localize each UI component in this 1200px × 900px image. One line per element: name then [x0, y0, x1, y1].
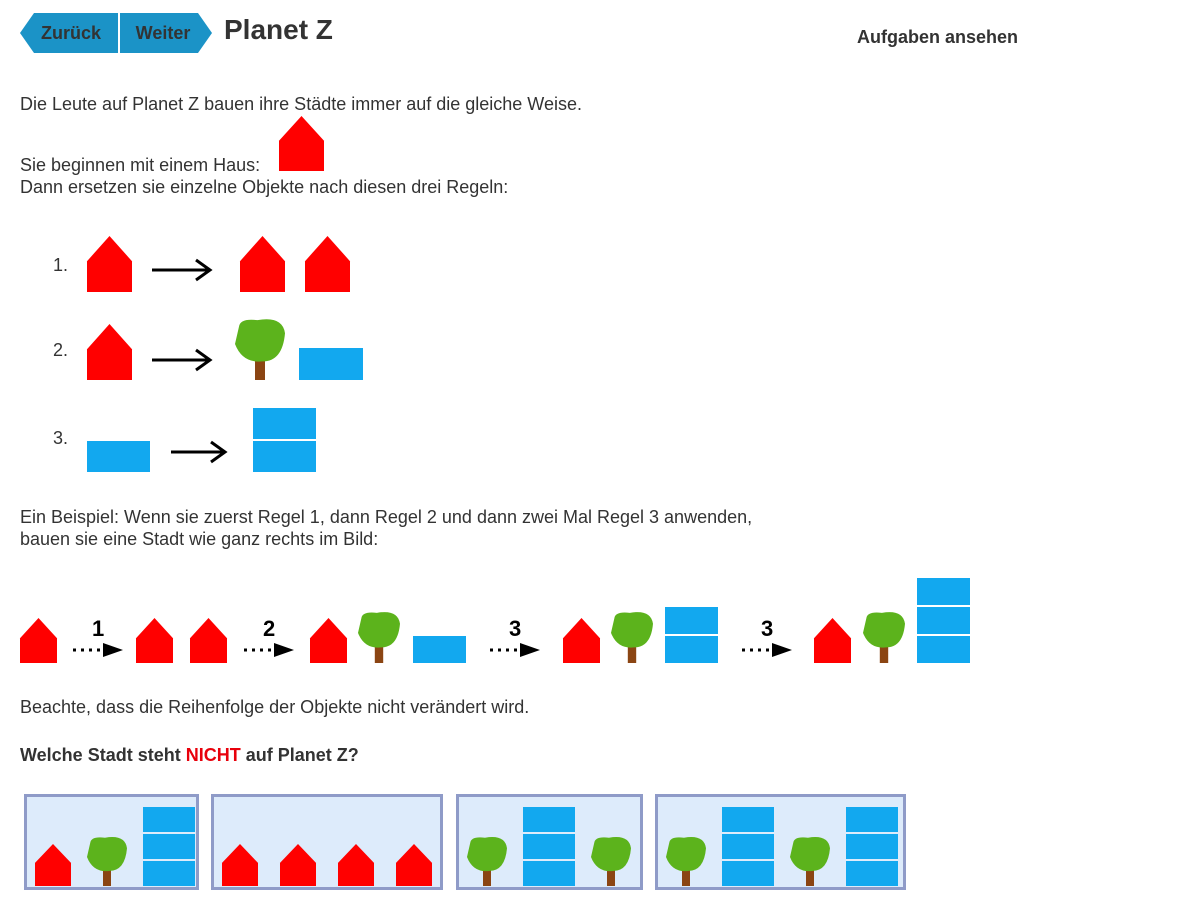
- intro-text-3: Dann ersetzen sie einzelne Objekte nach …: [20, 177, 509, 197]
- example-text-2: bauen sie eine Stadt wie ganz rechts im …: [20, 529, 379, 549]
- tree-icon: [790, 837, 830, 886]
- rule-1-number: 1.: [53, 255, 69, 275]
- intro-text-1: Die Leute auf Planet Z bauen ihre Städte…: [20, 94, 582, 114]
- back-button[interactable]: Zurück: [20, 13, 118, 53]
- house-icon: [563, 618, 600, 663]
- rule-2-diagram: [87, 319, 363, 380]
- page-title: Planet Z: [224, 14, 333, 45]
- example-sequence: 1 2 3 3: [20, 578, 970, 663]
- next-button[interactable]: Weiter: [120, 13, 212, 53]
- block-icon: [299, 348, 363, 380]
- question-text: Welche Stadt steht NICHT auf Planet Z?: [20, 745, 359, 766]
- step-arrow-icon: 3: [742, 616, 792, 657]
- house-icon: [222, 844, 258, 886]
- note-text: Beachte, dass die Reihenfolge der Objekt…: [20, 697, 530, 717]
- tree-icon: [87, 837, 127, 886]
- arrow-icon: [152, 348, 213, 372]
- house-icon: [814, 618, 851, 663]
- block-icon: [87, 441, 150, 472]
- arrow-icon: [171, 440, 228, 464]
- house-icon: [20, 618, 57, 663]
- house-icon: [87, 324, 132, 380]
- house-icon: [279, 116, 324, 171]
- tree-icon: [358, 612, 400, 663]
- house-icon: [396, 844, 432, 886]
- house-icon: [310, 618, 347, 663]
- step-number-label: 2: [263, 616, 275, 641]
- rule-3-diagram: [87, 408, 316, 472]
- intro-text-2: Sie beginnen mit einem Haus:: [20, 155, 261, 175]
- tree-icon: [611, 612, 653, 663]
- tree-icon: [863, 612, 905, 663]
- rule-2-number: 2.: [53, 340, 69, 360]
- step-number-label: 3: [509, 616, 521, 641]
- block-stack-icon: [722, 807, 774, 886]
- house-icon: [190, 618, 227, 663]
- answer-option-4[interactable]: [655, 794, 906, 890]
- block-icon: [413, 636, 466, 663]
- start-house-icon: [279, 116, 324, 171]
- block-stack-icon: [846, 807, 898, 886]
- house-icon: [136, 618, 173, 663]
- step-arrow-icon: 3: [490, 616, 540, 657]
- block-stack-icon: [917, 578, 970, 663]
- block-stack-icon: [253, 408, 316, 472]
- house-icon: [338, 844, 374, 886]
- question-highlight: NICHT: [185, 745, 241, 765]
- tree-icon: [666, 837, 706, 886]
- answer-option-1[interactable]: [24, 794, 199, 890]
- view-tasks-link[interactable]: Aufgaben ansehen: [857, 27, 1019, 47]
- question-before: Welche Stadt steht: [20, 745, 186, 765]
- block-stack-icon: [143, 807, 195, 886]
- arrow-icon: [152, 258, 213, 282]
- example-text-1: Ein Beispiel: Wenn sie zuerst Regel 1, d…: [20, 507, 753, 527]
- block-stack-icon: [523, 807, 575, 886]
- tree-icon: [591, 837, 631, 886]
- step-arrow-icon: 1: [73, 616, 123, 657]
- rule-1-diagram: [87, 236, 350, 292]
- house-icon: [305, 236, 350, 292]
- tree-icon: [467, 837, 507, 886]
- house-icon: [35, 844, 71, 886]
- tree-icon: [235, 319, 285, 380]
- house-icon: [240, 236, 285, 292]
- step-number-label: 1: [92, 616, 104, 641]
- block-stack-icon: [665, 607, 718, 663]
- house-icon: [280, 844, 316, 886]
- question-after: auf Planet Z?: [240, 745, 359, 765]
- answer-option-3[interactable]: [456, 794, 643, 890]
- step-number-label: 3: [761, 616, 773, 641]
- house-icon: [87, 236, 132, 292]
- answer-option-2[interactable]: [211, 794, 443, 890]
- rule-3-number: 3.: [53, 428, 69, 448]
- step-arrow-icon: 2: [244, 616, 294, 657]
